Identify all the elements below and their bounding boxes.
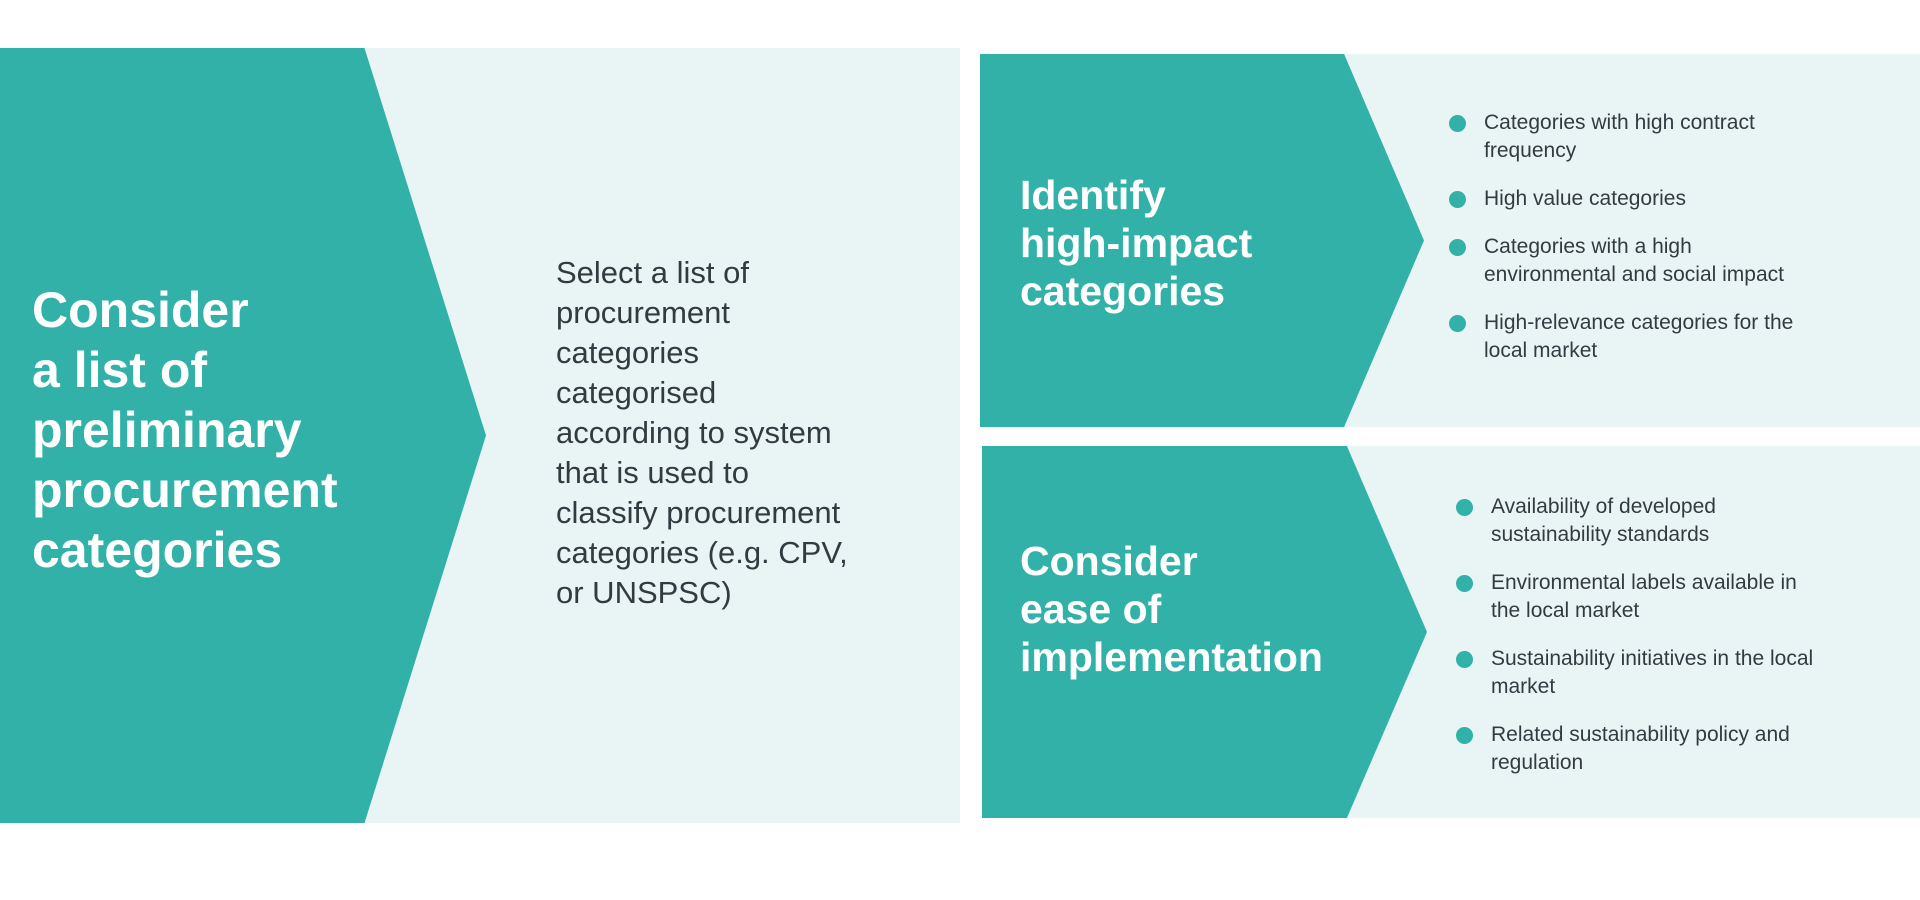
top-right-bullet-list: Categories with high contract frequency … xyxy=(1449,109,1899,385)
left-description: Select a list of procurement categories … xyxy=(556,255,848,610)
top-right-title: Identify high-impact categories xyxy=(1020,172,1253,314)
list-item: High value categories xyxy=(1449,185,1899,213)
bullet-dot-icon xyxy=(1449,191,1466,208)
bullet-text: Categories with high contract frequency xyxy=(1484,111,1755,162)
list-item: Environmental labels available in the lo… xyxy=(1456,569,1906,625)
list-item: Sustainability initiatives in the local … xyxy=(1456,645,1906,701)
bullet-dot-icon xyxy=(1456,651,1473,668)
left-chevron-arrow xyxy=(0,48,486,823)
list-item: Related sustainability policy and regula… xyxy=(1456,721,1906,777)
top-right-chevron-arrow xyxy=(980,54,1424,427)
list-item: Categories with high contract frequency xyxy=(1449,109,1899,165)
bullet-text: Sustainability initiatives in the local … xyxy=(1491,647,1814,698)
bullet-text: High-relevance categories for the local … xyxy=(1484,311,1794,362)
list-item: Categories with a high environmental and… xyxy=(1449,233,1899,289)
bullet-dot-icon xyxy=(1449,115,1466,132)
bullet-dot-icon xyxy=(1449,239,1466,256)
bullet-text: Availability of developed sustainability… xyxy=(1491,495,1716,546)
bullet-text: Related sustainability policy and regula… xyxy=(1491,723,1790,774)
bullet-dot-icon xyxy=(1456,499,1473,516)
bullet-dot-icon xyxy=(1449,315,1466,332)
bullet-text: High value categories xyxy=(1484,187,1686,210)
list-item: High-relevance categories for the local … xyxy=(1449,309,1899,365)
bottom-right-chevron-arrow xyxy=(982,446,1427,818)
bullet-dot-icon xyxy=(1456,575,1473,592)
bullet-dot-icon xyxy=(1456,727,1473,744)
bullet-text: Environmental labels available in the lo… xyxy=(1491,571,1797,622)
bullet-text: Categories with a high environmental and… xyxy=(1484,235,1784,286)
bottom-right-bullet-list: Availability of developed sustainability… xyxy=(1456,493,1906,797)
list-item: Availability of developed sustainability… xyxy=(1456,493,1906,549)
left-title: Consider a list of preliminary procureme… xyxy=(32,282,338,578)
bottom-right-title: Consider ease of implementation xyxy=(1020,538,1323,680)
